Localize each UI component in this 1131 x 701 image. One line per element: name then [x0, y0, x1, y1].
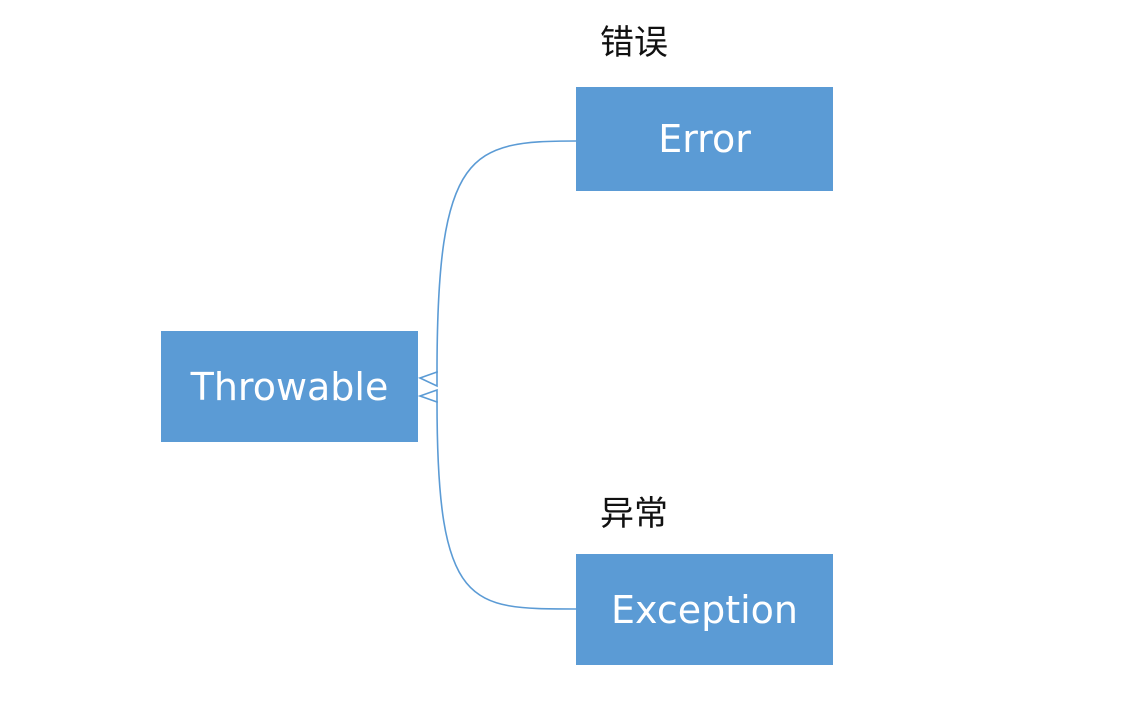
exception-node-label: Exception — [610, 587, 798, 632]
inheritance-arrowhead-icon — [417, 388, 438, 404]
throwable-node[interactable]: Throwable — [161, 331, 418, 442]
exception-node[interactable]: Exception — [576, 554, 833, 665]
throwable-node-label: Throwable — [190, 364, 389, 409]
error-node[interactable]: Error — [576, 87, 833, 191]
exception-annotation: 异常 — [600, 494, 668, 534]
error-annotation: 错误 — [600, 23, 668, 63]
error-node-label: Error — [658, 117, 751, 161]
connector-error — [436, 140, 577, 374]
connector-exception — [436, 400, 577, 610]
inheritance-arrowhead-icon — [417, 370, 438, 388]
